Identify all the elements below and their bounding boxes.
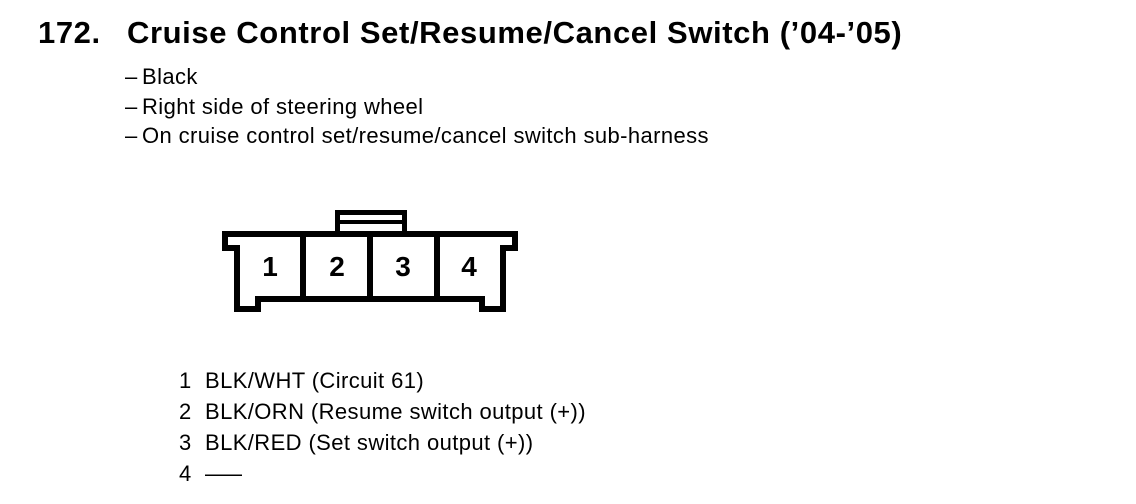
pin-row: 4 —— xyxy=(179,458,586,489)
note-item: – Right side of steering wheel xyxy=(125,92,709,122)
note-dash: – xyxy=(125,93,138,119)
cavity-number: 3 xyxy=(395,251,411,282)
cavity-number: 1 xyxy=(262,251,278,282)
cavity-number: 2 xyxy=(329,251,345,282)
pin-number: 3 xyxy=(179,430,192,455)
pin-label-no-wire-dash: —— xyxy=(205,461,242,486)
pin-number: 2 xyxy=(179,399,192,424)
pin-row: 1 BLK/WHT (Circuit 61) xyxy=(179,365,586,396)
cavity-number: 4 xyxy=(461,251,477,282)
cavity-dividers xyxy=(300,231,440,302)
note-text: Black xyxy=(142,64,198,89)
note-item: – Black xyxy=(125,62,709,92)
section-number: 172. xyxy=(38,15,101,50)
connector-lock-tab xyxy=(335,210,407,231)
connector-diagram: 1 2 3 4 xyxy=(222,210,518,312)
connector-notes: – Black – Right side of steering wheel –… xyxy=(125,62,709,151)
section-title: Cruise Control Set/Resume/Cancel Switch … xyxy=(127,15,903,50)
pin-row: 2 BLK/ORN (Resume switch output (+)) xyxy=(179,396,586,427)
pin-label: BLK/WHT (Circuit 61) xyxy=(205,368,425,393)
note-dash: – xyxy=(125,64,138,89)
note-item: – On cruise control set/resume/cancel sw… xyxy=(125,121,709,151)
note-dash: – xyxy=(125,123,138,148)
cavity-numbers: 1 2 3 4 xyxy=(262,251,477,282)
pin-row: 3 BLK/RED (Set switch output (+)) xyxy=(179,427,586,458)
section-heading: 172. Cruise Control Set/Resume/Cancel Sw… xyxy=(38,13,902,53)
pin-number: 4 xyxy=(179,461,192,486)
note-text: Right side of steering wheel xyxy=(142,93,424,119)
pin-label: BLK/RED (Set switch output (+)) xyxy=(205,430,534,455)
pin-label: BLK/ORN (Resume switch output (+)) xyxy=(205,399,586,424)
note-text: On cruise control set/resume/cancel swit… xyxy=(142,123,709,148)
pin-number: 1 xyxy=(179,368,192,393)
pin-list: 1 BLK/WHT (Circuit 61) 2 BLK/ORN (Resume… xyxy=(179,365,586,489)
